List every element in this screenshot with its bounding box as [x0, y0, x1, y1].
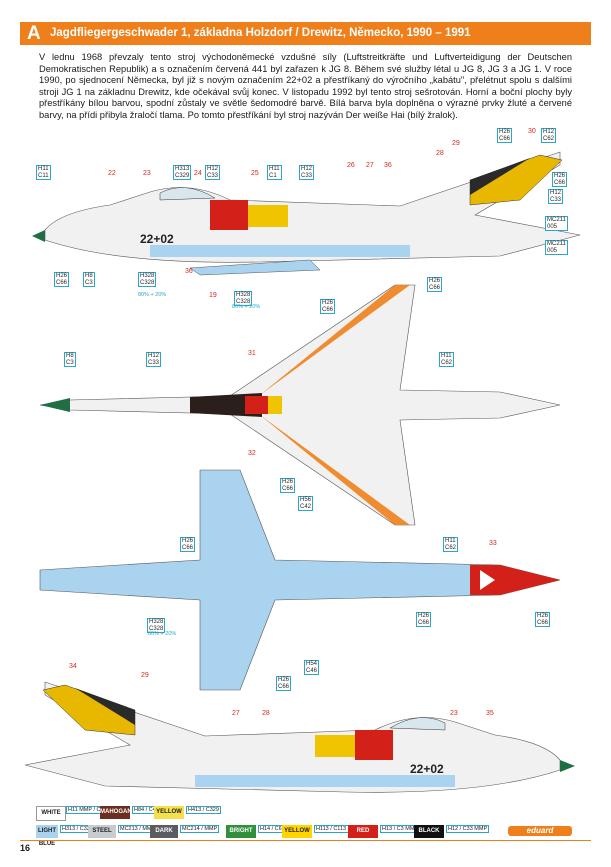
legend-chip: MAHOGANY: [100, 806, 136, 819]
legend-chip: DARK IRON: [150, 825, 178, 847]
ref-number: 32: [248, 450, 256, 457]
section-header: A Jagdfliegergeschwader 1, základna Holz…: [20, 22, 591, 45]
ref-number: 27: [366, 162, 374, 169]
ref-number: 35: [486, 710, 494, 717]
side-view-right: 22+02: [24, 681, 575, 793]
legend-chip: WHITE: [36, 806, 66, 821]
legend-chip: STEEL: [88, 825, 116, 838]
legend-chip: YELLOW: [154, 806, 184, 819]
ref-number: 22: [108, 170, 116, 177]
description-text: V lednu 1968 převzaly tento stroj východ…: [39, 52, 572, 120]
legend-chip: YELLOW: [282, 825, 312, 838]
ref-number: 25: [251, 170, 259, 177]
ref-number: 29: [452, 140, 460, 147]
footer-divider: [20, 840, 591, 841]
ref-number: 26: [347, 162, 355, 169]
ref-number: 24: [194, 170, 202, 177]
ref-number: 33: [489, 540, 497, 547]
legend-chip: RED: [348, 825, 378, 838]
ref-number: 23: [143, 170, 151, 177]
legend-codes: H12 / C33 MMP: [446, 825, 490, 833]
ref-number: 30: [528, 128, 536, 135]
section-title: Jagdfliegergeschwader 1, základna Holzdo…: [50, 27, 471, 39]
legend-chip: BLACK: [414, 825, 444, 838]
ref-number: 27: [232, 710, 240, 717]
legend-chip: LIGHT BLUE: [36, 825, 58, 847]
ref-number: 36: [384, 162, 392, 169]
mix-ratio-label: 80% + 20%: [232, 304, 261, 310]
serial-text: 22+02: [140, 232, 174, 246]
ref-number: 28: [262, 710, 270, 717]
mix-ratio-label: 80% + 20%: [138, 292, 167, 298]
ref-number: 31: [248, 350, 256, 357]
legend-codes: H413 / C329: [186, 806, 221, 814]
bottom-view: [39, 469, 561, 691]
ref-number: 34: [69, 663, 77, 670]
ref-number: 28: [436, 150, 444, 157]
top-view: [39, 284, 561, 526]
brand-logo: eduard: [508, 826, 572, 836]
serial-text-2: 22+02: [410, 762, 444, 776]
side-view-left: 22+02: [32, 151, 581, 276]
legend-chip: BRIGHT GREEN: [226, 825, 256, 847]
ref-number: 36: [185, 268, 193, 275]
mix-ratio-label: 80% + 20%: [148, 631, 177, 637]
section-letter: A: [27, 23, 41, 44]
ref-number: 23: [450, 710, 458, 717]
color-legend: WHITE H11 MMP / C62 001 MAHOGANY H84 / C…: [36, 806, 596, 847]
ref-number: 29: [141, 672, 149, 679]
ref-number: 19: [209, 292, 217, 299]
page-number: 16: [20, 843, 31, 853]
legend-codes: MC214 / MMP: [180, 825, 220, 833]
